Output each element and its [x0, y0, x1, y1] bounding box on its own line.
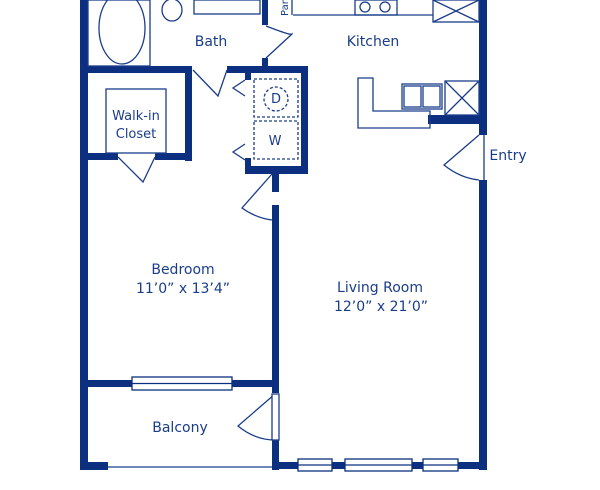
- balcony-door: [271, 393, 280, 441]
- kitchen-island: [357, 77, 431, 129]
- living-room-label: Living Room: [337, 280, 423, 296]
- bathtub: [87, 0, 151, 67]
- balcony-bottom-stub: [80, 462, 108, 470]
- laundry-door-swing-bottom: [231, 143, 246, 161]
- bedroom-balcony-wall-left: [80, 380, 132, 387]
- right-outer-wall-upper: [479, 0, 487, 135]
- range: [354, 0, 398, 16]
- closet-label-line2: Closet: [115, 127, 157, 142]
- dryer: [253, 78, 299, 118]
- kitchen-counter-wall: [428, 115, 487, 124]
- living-room-size: 12’0” x 21’0”: [333, 299, 429, 315]
- tub-basin-icon: [98, 0, 146, 65]
- laundry-left-wall-top: [245, 66, 251, 80]
- bath-door-swing: [265, 25, 293, 59]
- bath-bottom-wall-left: [80, 66, 192, 73]
- bath-right-wall-top: [262, 0, 268, 25]
- washer-label: W: [268, 134, 282, 149]
- left-outer-wall: [80, 0, 88, 470]
- closet-door-swing: [117, 156, 156, 184]
- balcony-label: Balcony: [152, 420, 208, 436]
- bath-right-wall-bottom: [262, 58, 268, 70]
- closet-shelf: [105, 88, 167, 154]
- bedroom-label: Bedroom: [151, 262, 215, 278]
- balcony-door-swing: [236, 393, 276, 441]
- bedroom-size: 11’0” x 13’4”: [135, 281, 231, 297]
- fridge: [432, 0, 480, 23]
- fridge-x-icon: [432, 0, 480, 23]
- bath-label: Bath: [194, 34, 228, 50]
- sink-bowl: [422, 85, 441, 108]
- burner-icon: [379, 1, 391, 13]
- fixtures: [87, 0, 485, 468]
- walls: [80, 0, 487, 470]
- closet-label-line1: Walk-in: [112, 109, 160, 124]
- laundry-right-wall: [301, 66, 308, 174]
- washer: [253, 120, 299, 160]
- laundry-left-wall-bottom: [245, 158, 251, 172]
- bedroom-balcony-wall-right: [232, 380, 279, 387]
- entry-label: Entry: [489, 148, 527, 164]
- dryer-label: D: [270, 92, 282, 107]
- dishwasher: [444, 80, 480, 116]
- closet-bottom-wall-right: [155, 153, 192, 160]
- dishwasher-x-icon: [444, 80, 480, 116]
- bedroom-living-wall: [272, 172, 279, 192]
- kitchen-label: Kitchen: [346, 34, 400, 50]
- pantry-label: Pan: [280, 0, 291, 16]
- windows: [131, 376, 459, 472]
- closet-right-wall: [185, 66, 192, 161]
- laundry-bottom-wall: [245, 166, 308, 174]
- bedroom-living-wall-lower: [272, 205, 279, 393]
- right-outer-wall-lower: [479, 180, 487, 470]
- balcony-living-wall: [272, 440, 279, 470]
- sink-bowl: [403, 85, 422, 108]
- vanity: [193, 0, 261, 15]
- dryer-drum-icon: [263, 86, 289, 112]
- sink-icon: [401, 83, 443, 110]
- burner-icon: [359, 1, 371, 13]
- toilet-icon: [161, 0, 183, 22]
- laundry-door-swing-top: [231, 79, 246, 97]
- bath-closet-door-swing: [192, 69, 228, 98]
- entry-door-swing: [442, 134, 480, 181]
- bedroom-door-swing: [241, 173, 273, 221]
- closet-bottom-wall-left: [80, 153, 118, 160]
